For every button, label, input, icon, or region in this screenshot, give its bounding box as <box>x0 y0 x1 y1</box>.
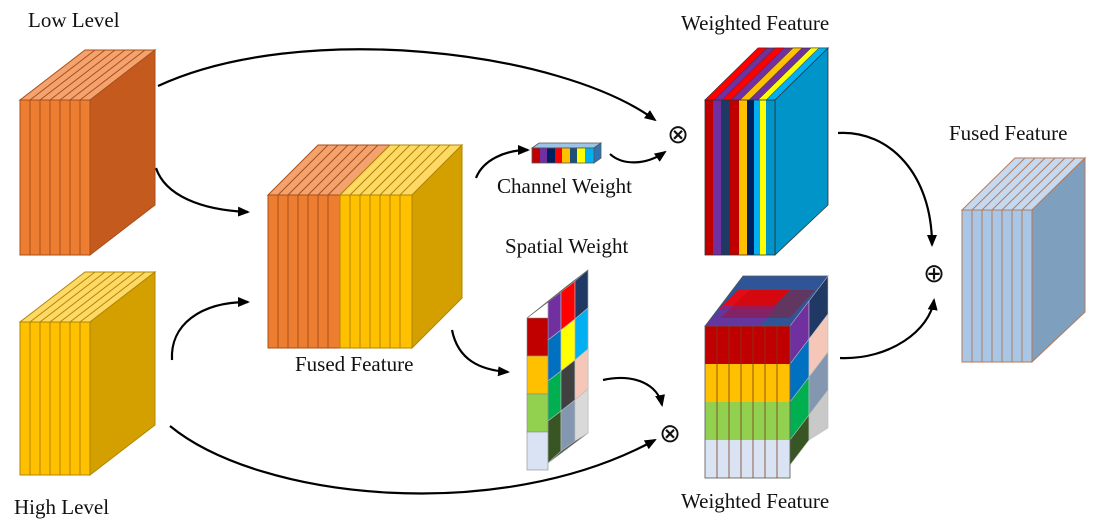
channel-weight-label: Channel Weight <box>497 174 632 198</box>
high-level-block <box>18 270 157 477</box>
multiply-operator-top: ⊗ <box>667 120 689 150</box>
weighted-feature-top-label: Weighted Feature <box>681 11 829 35</box>
fused-feature-output-block <box>960 156 1087 364</box>
arrow-fused-to-spatial <box>450 329 510 377</box>
spatial-weight-block <box>526 269 589 471</box>
arrow-high-to-fused <box>170 297 250 361</box>
arrow-channel-to-top-multiply <box>609 150 667 164</box>
arrow-spatial-to-bottom-multiply <box>602 376 665 407</box>
fused-feature-output-label: Fused Feature <box>949 121 1067 145</box>
spatial-weight-label: Spatial Weight <box>505 234 628 258</box>
arrow-fused-to-channel <box>474 145 530 179</box>
low-level-label: Low Level <box>28 8 120 32</box>
add-operator: ⊕ <box>923 259 945 289</box>
fused-feature-block <box>266 143 464 350</box>
arrow-top-weighted-to-add <box>837 131 937 247</box>
weighted-feature-top-block <box>704 47 829 256</box>
weighted-feature-bottom-label: Weighted Feature <box>681 489 829 513</box>
fused-feature-mid-label: Fused Feature <box>295 352 413 376</box>
arrows <box>154 48 938 495</box>
low-level-block <box>18 48 157 257</box>
multiply-operator-bottom: ⊗ <box>659 419 681 449</box>
weighted-feature-bottom-block <box>704 275 829 479</box>
arrow-bottom-weighted-to-add <box>839 298 938 360</box>
channel-weight-block <box>530 142 603 164</box>
arrow-high-to-bottom-multiply <box>169 425 657 495</box>
arrow-low-to-top-multiply <box>157 48 657 122</box>
high-level-label: High Level <box>14 495 109 519</box>
arrow-low-to-fused <box>154 167 250 217</box>
